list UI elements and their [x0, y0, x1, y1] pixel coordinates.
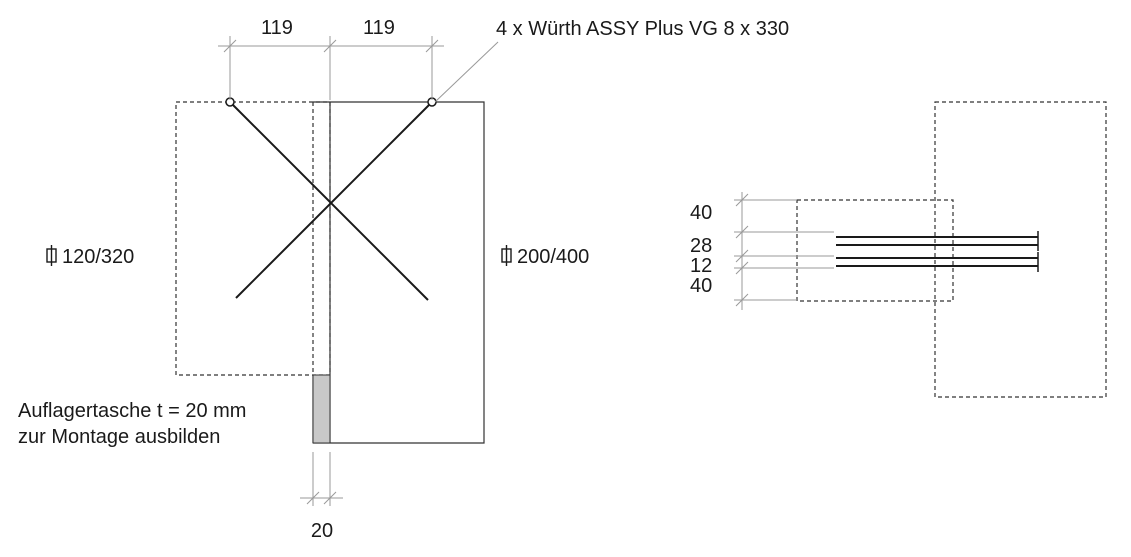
dim-pocket-width: 20 [311, 520, 333, 542]
screws-side [836, 231, 1039, 272]
screw-1 [225, 97, 429, 301]
secondary-beam-size: 120/320 [62, 246, 134, 268]
pocket-note-line1: Auflagertasche t = 20 mm [18, 400, 246, 422]
screw-label: 4 x Würth ASSY Plus VG 8 x 330 [496, 18, 789, 40]
bottom-dimension: 20 [300, 452, 343, 542]
secondary-beam-side [796, 199, 954, 302]
secondary-beam-label: 120/320 [46, 245, 134, 268]
main-beam-size: 200/400 [517, 246, 589, 268]
side-dimension: 40 28 12 40 [690, 192, 834, 310]
side-view: 40 28 12 40 [690, 101, 1107, 398]
main-beam-outline [313, 101, 485, 444]
main-beam-side [934, 101, 1107, 398]
screw-label-leader [434, 41, 499, 103]
support-pocket [312, 374, 331, 444]
dim-side-40-top: 40 [690, 202, 712, 224]
dim-side-40-bottom: 40 [690, 275, 712, 297]
top-dimension: 119 119 [218, 17, 444, 100]
front-view: 119 119 4 x Würth ASSY Plus VG 8 x 330 1… [18, 17, 789, 542]
main-beam-label: 200/400 [501, 245, 589, 268]
secondary-beam-outline [175, 101, 331, 376]
screw-2 [235, 97, 437, 299]
dim-side-28: 28 [690, 235, 712, 257]
dim-side-12: 12 [690, 255, 712, 277]
dim-left-spacing: 119 [261, 17, 293, 39]
pocket-note-line2: zur Montage ausbilden [18, 426, 220, 448]
cross-section-icon [501, 245, 512, 266]
dim-right-spacing: 119 [363, 17, 395, 39]
cross-section-icon [46, 245, 57, 266]
